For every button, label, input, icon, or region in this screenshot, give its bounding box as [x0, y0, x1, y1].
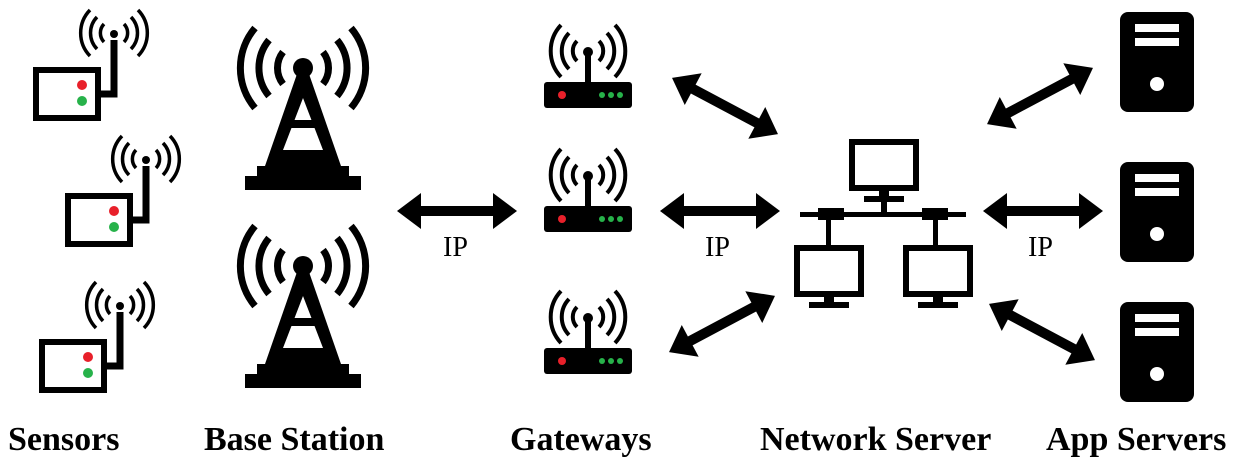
double-arrow-icon [978, 51, 1102, 141]
server-tower-icon [1120, 302, 1194, 402]
server-tower-icon [1120, 12, 1194, 112]
double-arrow-icon [660, 279, 784, 369]
sensor-icon [36, 10, 147, 118]
sensor-icon [68, 136, 179, 244]
caption-sensors: Sensors [8, 421, 120, 458]
ip-label-network-app: IP [1028, 232, 1053, 263]
monitor-icon [906, 248, 970, 308]
monitor-icon [797, 248, 861, 308]
ip-label-base-gateway: IP [443, 232, 468, 263]
caption-app-servers: App Servers [1046, 421, 1227, 458]
double-arrow-icon [397, 193, 517, 229]
radio-tower-icon [240, 226, 365, 388]
sensor-icon [42, 282, 153, 390]
ip-label-gateway-network: IP [705, 232, 730, 263]
gateway-router-icon [542, 23, 634, 110]
double-arrow-icon [980, 287, 1104, 377]
caption-base-station: Base Station [204, 421, 385, 458]
gateway-router-icon [542, 147, 634, 234]
monitor-icon [852, 142, 916, 202]
gateway-router-icon [542, 289, 634, 376]
network-server-cluster [797, 142, 970, 308]
double-arrow-icon [663, 61, 787, 151]
caption-network-server: Network Server [760, 421, 992, 458]
double-arrow-icon [660, 193, 780, 229]
double-arrow-icon [983, 193, 1103, 229]
server-tower-icon [1120, 162, 1194, 262]
caption-gateways: Gateways [510, 421, 652, 458]
radio-tower-icon [240, 28, 365, 190]
